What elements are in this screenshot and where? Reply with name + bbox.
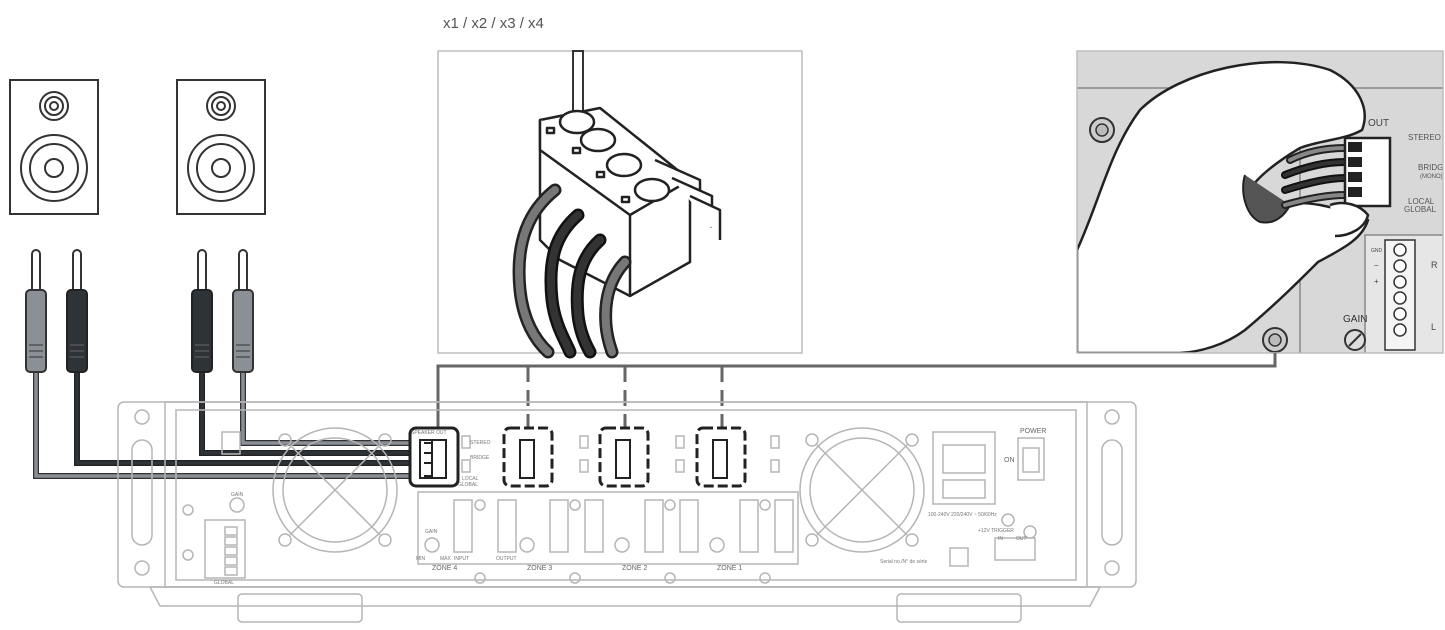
amp-label-gain: GAIN — [425, 529, 438, 535]
zone-label-4: ZONE 4 — [432, 565, 457, 572]
speaker-out-jack-zone2 — [598, 426, 650, 488]
detail-label-l: L — [1431, 322, 1436, 332]
speaker-left — [9, 79, 99, 215]
detail-label-mono: (MONO) — [1420, 174, 1443, 180]
amp-label-stereo: STEREO — [470, 440, 491, 446]
terminal-block-icon — [538, 106, 722, 298]
amp-label-mains: 100-240V 220/240V ~ 50/60Hz — [928, 512, 997, 518]
connector-detail-panel — [437, 50, 803, 359]
zone-label-2: ZONE 2 — [622, 565, 647, 572]
multiplier-caption: x1 / x2 / x3 / x4 — [443, 15, 544, 32]
detail-label-stereo: STEREO — [1408, 133, 1441, 142]
detail-label-global: GLOBAL — [1404, 205, 1437, 214]
detail-label-gain: GAIN — [1343, 314, 1367, 325]
amp-label-serial: Serial no./N° de série — [880, 559, 928, 565]
amp-label-input: INPUT — [454, 556, 469, 562]
banana-plug-left-positive — [25, 249, 47, 373]
amp-label-trigger: +12V TRIGGER — [978, 528, 1014, 534]
amp-label-bridge: BRIDGE — [470, 455, 490, 461]
zone-label-3: ZONE 3 — [527, 565, 552, 572]
amp-label-trigger-in: IN — [998, 536, 1003, 542]
detail-label-local: LOCAL — [1408, 197, 1435, 206]
speaker-out-jack-zone1 — [695, 426, 747, 488]
banana-plug-right-negative — [191, 249, 213, 373]
speaker-cables — [33, 367, 427, 479]
detail-label-gnd: GND — [1371, 248, 1383, 254]
hand-icon — [1077, 60, 1370, 353]
detail-label-minus: − — [1374, 261, 1379, 270]
detail-label-bridge: BRIDGE — [1418, 163, 1445, 172]
jack-cable-ends — [424, 442, 432, 477]
speaker-out-jack-zone3 — [502, 426, 554, 488]
amplifier-rear-panel — [117, 401, 1137, 623]
plug-insert-detail-panel: OUT STEREO BRIDGE (MONO) LOCAL GLOBAL GA… — [1076, 50, 1445, 354]
amp-label-speaker-out: SPEAKER OUT — [411, 430, 447, 436]
amp-label-on: ON — [1004, 457, 1015, 464]
amp-label-global-switch: GLOBAL — [458, 482, 478, 488]
amp-label-global-gain: GAIN — [231, 492, 244, 498]
callout-lines — [436, 353, 1277, 428]
amp-label-trigger-out: OUT — [1016, 536, 1027, 542]
amp-label-local: LOCAL — [462, 476, 479, 482]
banana-plug-right-positive — [232, 249, 254, 373]
zone-connectors — [453, 499, 794, 553]
detail-label-out: OUT — [1368, 118, 1389, 129]
amp-label-output: OUTPUT — [496, 556, 517, 562]
banana-plug-left-negative — [66, 249, 88, 373]
amp-label-power: POWER — [1020, 428, 1046, 435]
zone-label-1: ZONE 1 — [717, 565, 742, 572]
amp-label-max: MAX — [440, 556, 452, 562]
connector-wires — [512, 183, 632, 359]
amp-label-global: GLOBAL — [214, 580, 234, 586]
detail-label-plus: + — [1374, 277, 1379, 286]
amp-label-min: MIN — [416, 556, 426, 562]
speaker-out-jack-zone4 — [408, 426, 460, 488]
detail-label-r: R — [1431, 260, 1438, 270]
speaker-right — [176, 79, 266, 215]
